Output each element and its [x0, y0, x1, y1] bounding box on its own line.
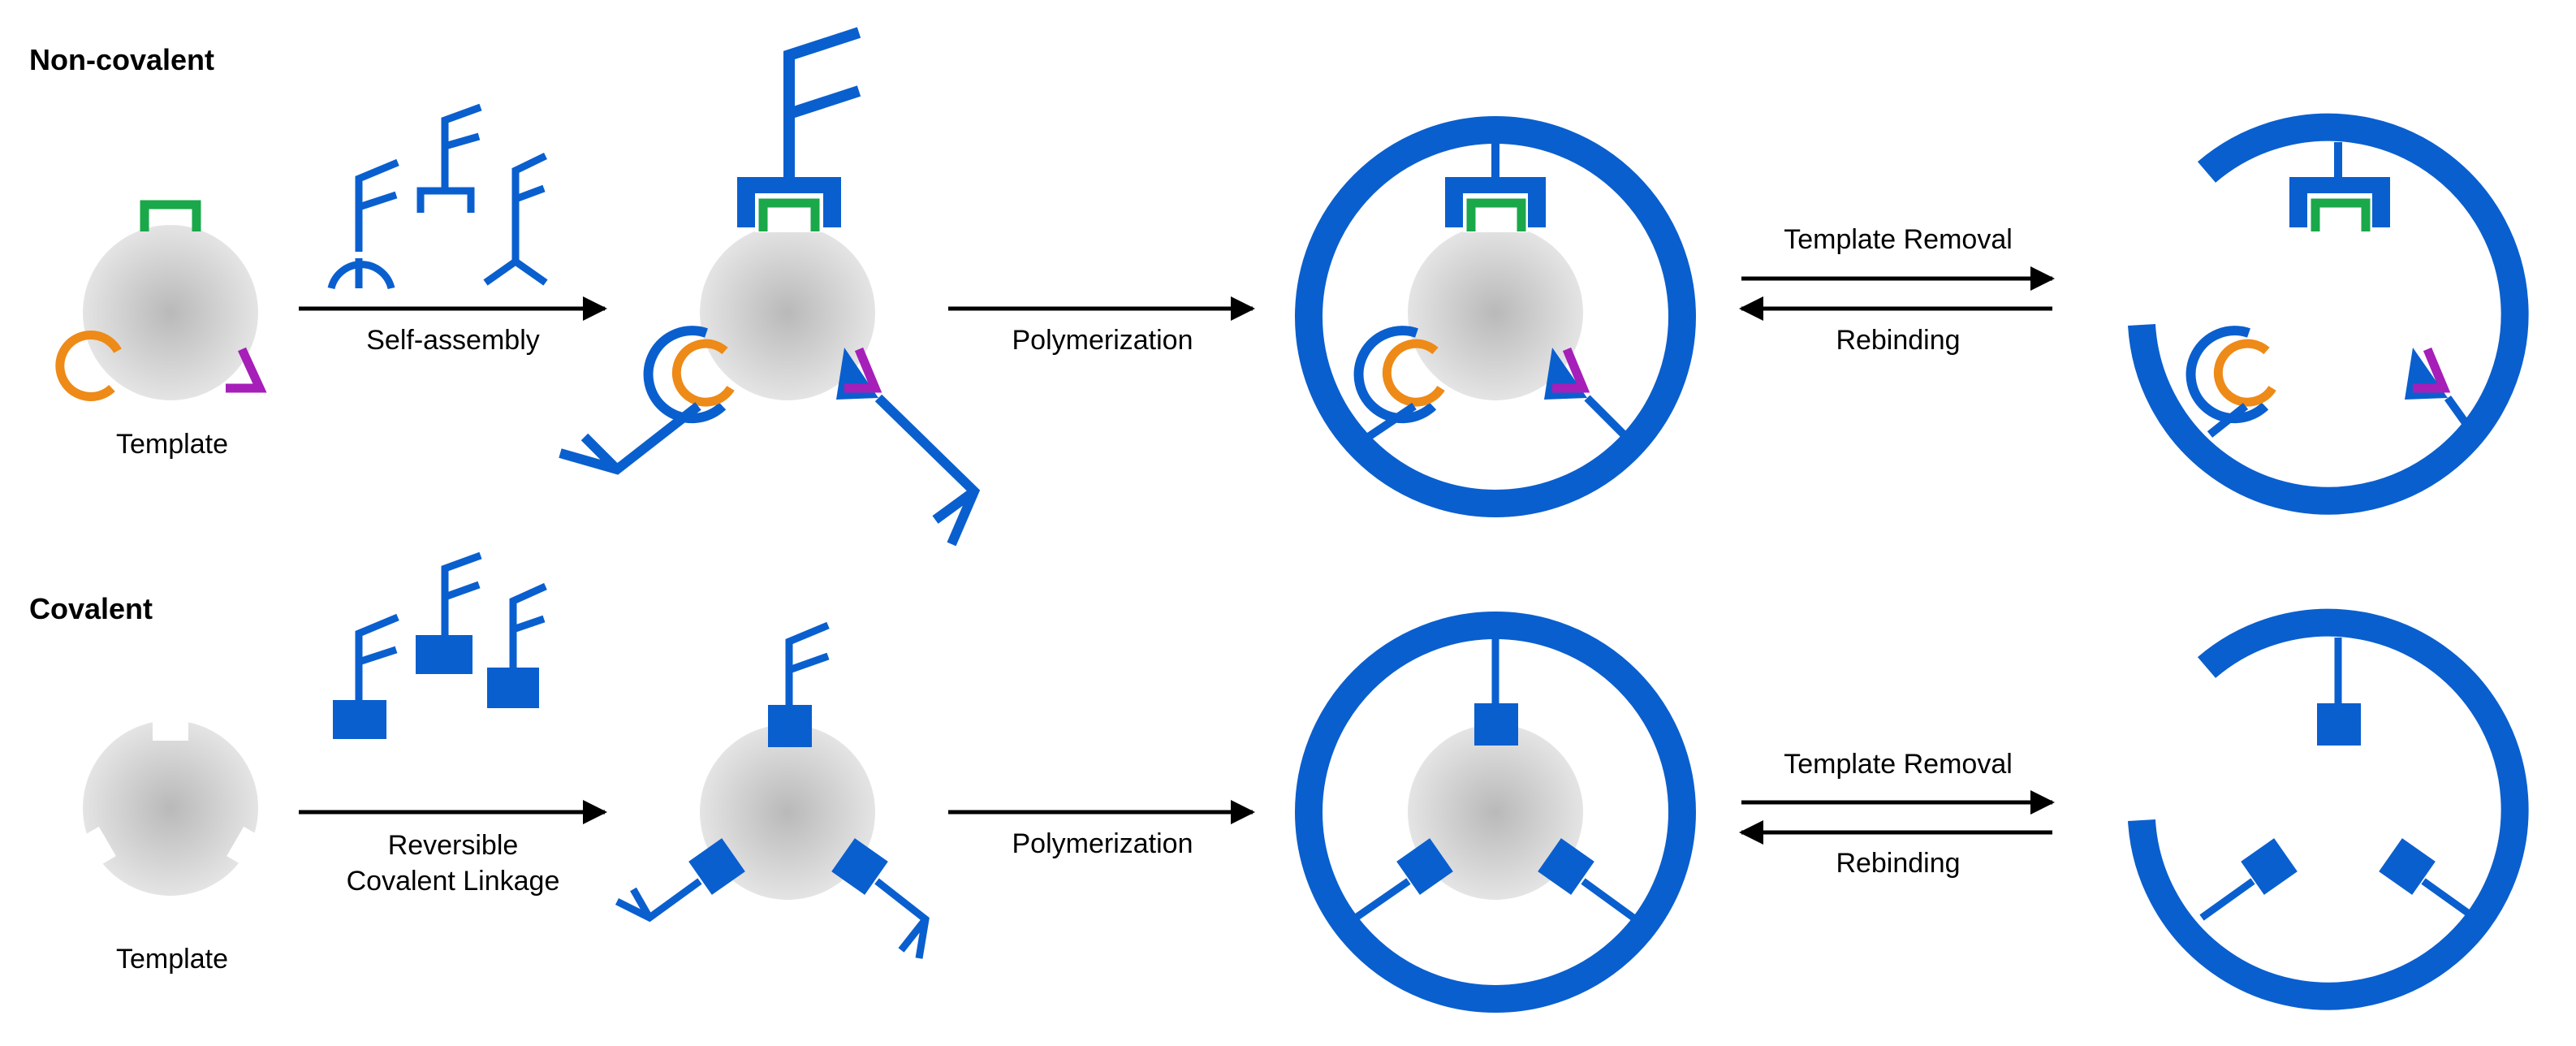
covalent-row: Covalent Template Reversible Covalent Li… — [29, 551, 2529, 1013]
step-label-polymerization-1: Polymerization — [1012, 325, 1193, 356]
template-covalent: Template — [71, 716, 272, 975]
imprinted-cavity-non-covalent — [2128, 113, 2529, 515]
template-label-1: Template — [116, 429, 228, 460]
label-rebinding-1: Rebinding — [1836, 325, 1960, 356]
prepolymer-complex — [559, 27, 981, 547]
section-title-covalent: Covalent — [29, 592, 153, 625]
covalent-complex — [615, 621, 930, 959]
imprinted-cavity-covalent — [2128, 608, 2529, 1010]
template-non-covalent: Template — [55, 200, 267, 460]
label-template-removal-1: Template Removal — [1784, 224, 2013, 255]
template-label-2: Template — [116, 944, 228, 975]
purple-site — [226, 347, 267, 393]
step-label-reversible: Reversible — [388, 830, 519, 861]
step-label-covalent-linkage: Covalent Linkage — [347, 866, 560, 897]
green-site — [140, 200, 201, 231]
orange-site — [55, 330, 122, 401]
free-monomers-non-covalent — [327, 103, 548, 290]
step-label-self-assembly: Self-assembly — [366, 325, 540, 356]
non-covalent-row: Non-covalent Template Self-assembly — [29, 27, 2529, 547]
section-title-non-covalent: Non-covalent — [29, 43, 214, 76]
polymer-with-template-covalent — [1295, 612, 1696, 1013]
step-label-polymerization-2: Polymerization — [1012, 828, 1193, 859]
label-rebinding-2: Rebinding — [1836, 848, 1960, 879]
label-template-removal-2: Template Removal — [1784, 749, 2013, 780]
polymer-with-template-non-covalent — [1295, 116, 1696, 517]
free-monomers-covalent — [333, 551, 547, 739]
